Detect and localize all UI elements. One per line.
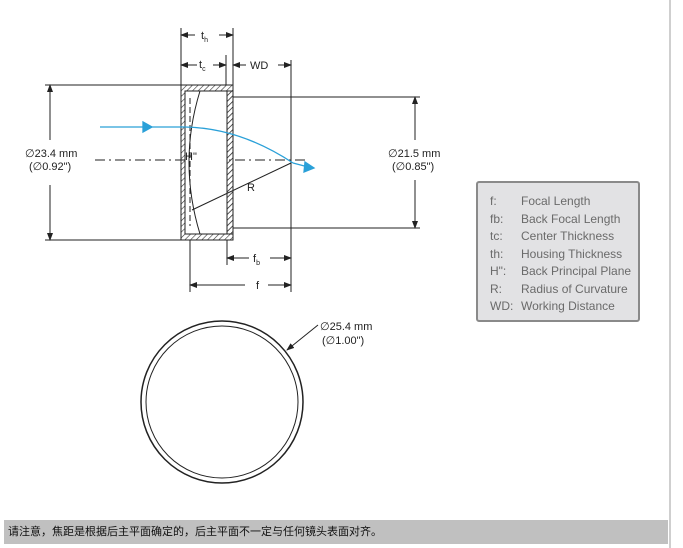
legend-value: Back Principal Plane bbox=[521, 264, 632, 278]
legend-row: th: Housing Thickness bbox=[490, 246, 638, 264]
outer-dia-mm: ∅25.4 mm bbox=[320, 321, 372, 333]
fb-label: fb bbox=[253, 253, 260, 267]
light-ray bbox=[100, 120, 316, 174]
legend-value: Radius of Curvature bbox=[521, 281, 628, 296]
legend-box: f: Focal Length fb: Back Focal Length tc: Cen… bbox=[476, 181, 640, 322]
right-dia-in: (∅0.85") bbox=[392, 161, 434, 173]
legend-key: tc: bbox=[490, 229, 503, 243]
th-label: th bbox=[201, 30, 208, 44]
lens-front-view bbox=[140, 320, 319, 484]
scrollbar[interactable] bbox=[669, 0, 671, 548]
legend-key: f: bbox=[490, 194, 497, 208]
legend-value: Focal Length bbox=[521, 194, 591, 208]
left-dia-in: (∅0.92") bbox=[29, 161, 71, 173]
legend-row: f: Focal Length bbox=[490, 193, 638, 211]
legend-row: H": Back Principal Plane bbox=[490, 263, 638, 281]
legend-row: fb: Back Focal Length bbox=[490, 211, 638, 229]
legend-row: R: Radius of Curvature bbox=[490, 281, 638, 299]
footer-note: 请注意，焦距是根据后主平面确定的，后主平面不一定与任何镜头表面对齐。 bbox=[4, 520, 668, 544]
legend-key: H": bbox=[490, 264, 507, 278]
left-dia-mm: ∅23.4 mm bbox=[25, 148, 77, 160]
legend-row: WD: Working Distance bbox=[490, 298, 638, 316]
h-principal-label: H" bbox=[185, 151, 197, 163]
legend-value: Center Thickness bbox=[521, 229, 615, 243]
outer-dia-in: (∅1.00") bbox=[322, 335, 364, 347]
legend-key: fb: bbox=[490, 211, 504, 226]
lens-drawing: th tc WD fb f H" R ∅23.4 mm (∅0.92") ∅21… bbox=[25, 28, 440, 484]
r-label: R bbox=[247, 182, 255, 194]
legend-key: WD: bbox=[490, 299, 514, 313]
legend-key: th: bbox=[490, 246, 504, 261]
legend-value: Back Focal Length bbox=[521, 211, 621, 226]
right-dia-mm: ∅21.5 mm bbox=[388, 148, 440, 160]
legend-value: Working Distance bbox=[521, 299, 615, 313]
legend-value: Housing Thickness bbox=[521, 246, 623, 261]
wd-label: WD bbox=[250, 60, 268, 72]
lens-housing bbox=[180, 84, 234, 241]
f-label: f bbox=[256, 280, 260, 292]
legend-row: tc: Center Thickness bbox=[490, 228, 638, 246]
tc-label: tc bbox=[199, 59, 206, 73]
legend-key: R: bbox=[490, 281, 502, 296]
